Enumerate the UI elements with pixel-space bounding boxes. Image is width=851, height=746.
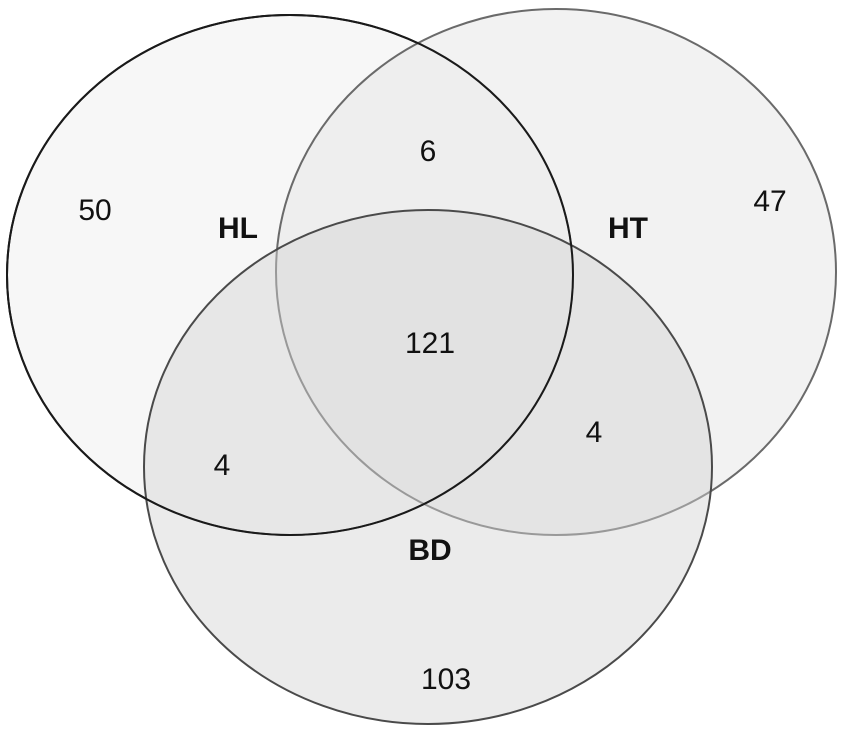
count-hl-bd: 4 [214,449,231,482]
set-ht-circle [275,8,837,536]
count-ht-only: 47 [753,185,786,218]
set-bd-label: BD [408,534,451,567]
count-hl-only: 50 [78,194,111,227]
count-bd-only: 103 [421,663,471,696]
set-hl-outline [6,14,574,536]
set-ht-label: HT [608,212,648,245]
count-hl-ht: 6 [420,135,437,168]
count-all: 121 [405,327,455,360]
count-ht-bd: 4 [586,416,603,449]
set-bd-circle [143,209,713,725]
set-hl-label: HL [218,212,258,245]
